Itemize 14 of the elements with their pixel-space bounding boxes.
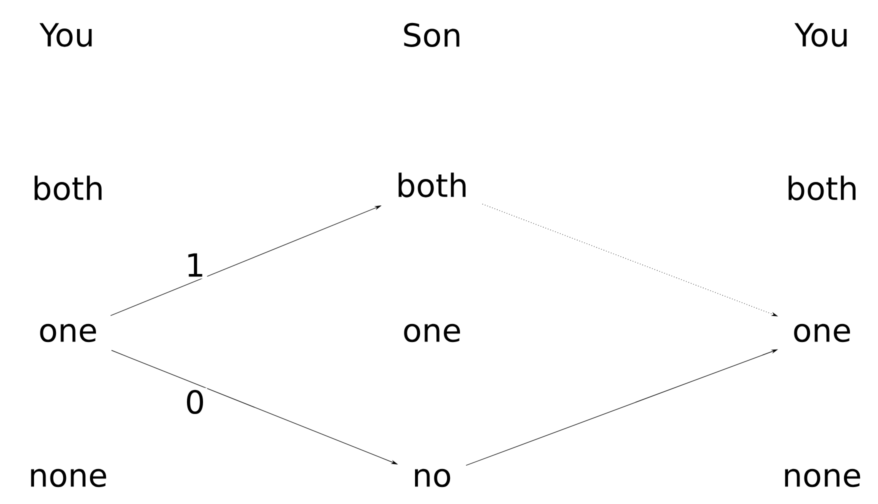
column-heading: You xyxy=(39,23,92,47)
state-label: one xyxy=(794,324,850,342)
state-label: both xyxy=(788,176,856,200)
edge-label: 1 xyxy=(182,251,208,279)
edge-label: 0 xyxy=(182,388,208,416)
state-label: no xyxy=(415,468,450,488)
state-label: both xyxy=(398,172,466,198)
state-label: one xyxy=(40,324,96,342)
column-heading: Son xyxy=(404,22,460,48)
state-label: none xyxy=(31,468,106,488)
state-label: none xyxy=(785,468,860,488)
column-heading: You xyxy=(794,23,847,47)
state-label: both xyxy=(34,176,102,200)
state-label: one xyxy=(404,324,460,342)
